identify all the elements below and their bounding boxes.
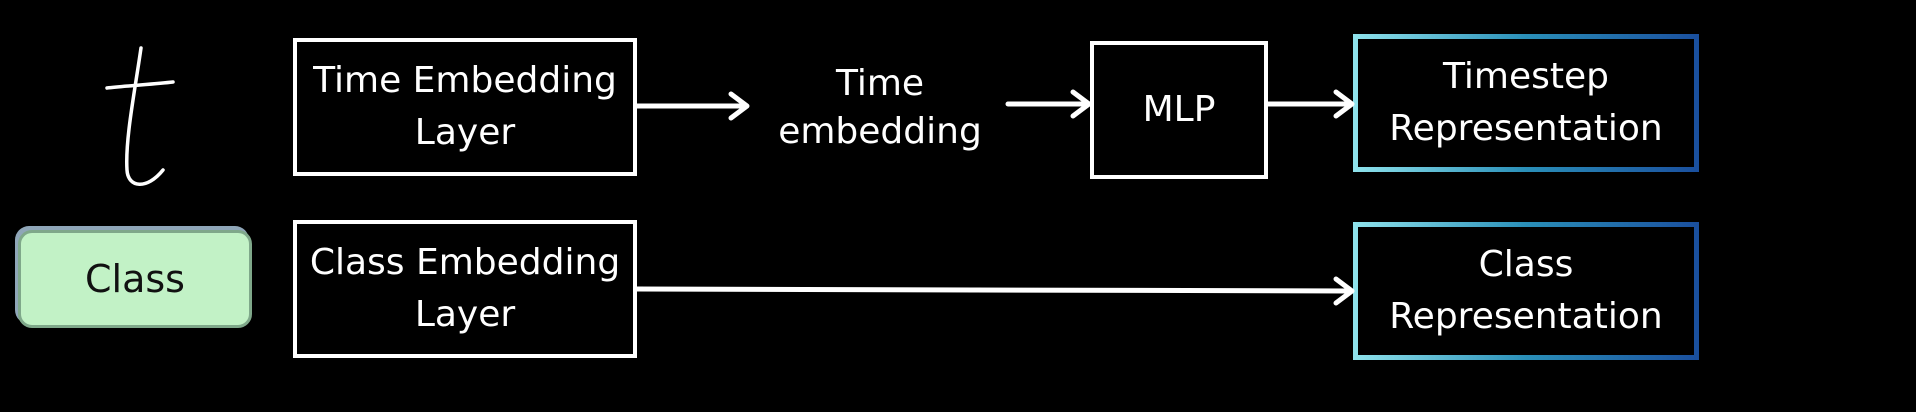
time-embedding-layer-line2: Layer [414,112,516,153]
arrow-layer-to-time-embedding [634,91,750,121]
class-representation-box: Class Representation [1353,222,1699,360]
class-embedding-layer-box: Class Embedding Layer [293,220,637,358]
mlp-label: MLP [1142,89,1216,130]
class-embedding-layer-line2: Layer [414,294,516,335]
time-embedding-label: Time embedding [760,60,1000,156]
timestep-representation-box: Timestep Representation [1353,34,1699,172]
arrow-class-layer-to-class-representation [634,276,1355,306]
t-symbol [105,46,175,186]
timestep-representation-line2: Representation [1389,108,1663,149]
class-representation-line2: Representation [1389,296,1663,337]
class-input-node: Class [18,230,252,328]
class-representation-line1: Class [1478,244,1574,285]
time-embedding-layer-line1: Time Embedding [313,60,617,101]
arrow-time-embedding-to-mlp [1005,89,1092,119]
class-input-label: Class [85,257,185,301]
class-embedding-layer-line1: Class Embedding [309,242,621,283]
time-embedding-layer-box: Time Embedding Layer [293,38,637,176]
arrow-mlp-to-timestep-representation [1265,89,1355,119]
timestep-representation-line1: Timestep [1443,56,1609,97]
time-embedding-line2: embedding [778,111,982,152]
time-embedding-line1: Time [835,63,925,104]
mlp-box: MLP [1090,41,1268,179]
